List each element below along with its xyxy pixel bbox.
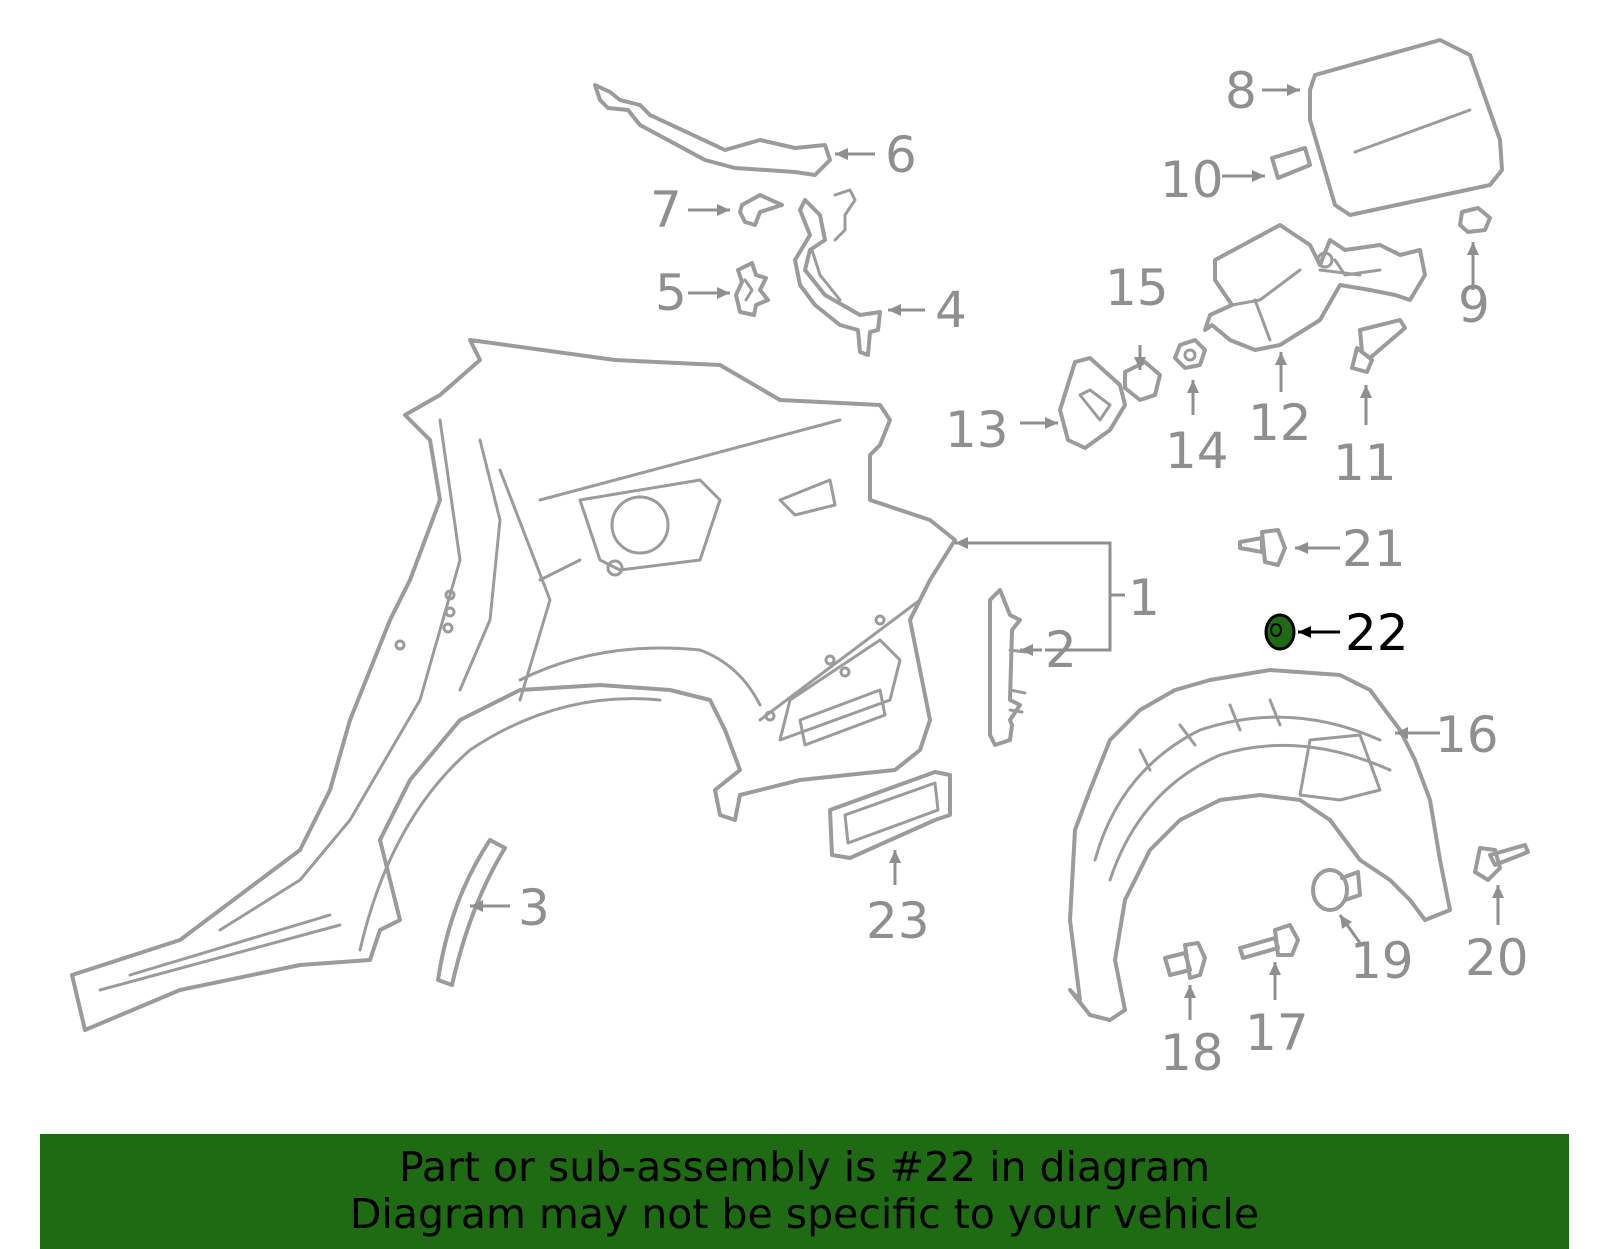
callout-14: 14	[1165, 422, 1229, 480]
callout-labels: 1 2 3 4 5 6 7 8 9 10 11 12 13 14 15 16 1…	[518, 62, 1529, 1082]
part-14-nut[interactable]	[1173, 338, 1207, 370]
callout-13: 13	[945, 401, 1009, 459]
part-22-highlighted[interactable]	[1264, 613, 1296, 651]
callout-20: 20	[1465, 929, 1529, 987]
part-20-clip[interactable]	[1473, 843, 1530, 882]
callout-1: 1	[1128, 569, 1160, 627]
callout-12: 12	[1248, 394, 1312, 452]
part-7-bracket[interactable]	[738, 193, 784, 227]
part-16-liner[interactable]	[1068, 668, 1452, 1022]
part-1-quarter-panel[interactable]	[70, 338, 957, 1032]
callout-15: 15	[1105, 259, 1169, 317]
callout-5: 5	[655, 264, 687, 322]
part-6-rail[interactable]	[593, 83, 832, 177]
callout-9: 9	[1458, 276, 1490, 334]
part-8-fuel-door[interactable]	[1308, 38, 1504, 217]
callout-3: 3	[518, 879, 550, 937]
part-3-arch-molding[interactable]	[436, 838, 507, 987]
callout-16: 16	[1435, 706, 1499, 764]
callout-6: 6	[885, 126, 917, 184]
callout-2: 2	[1045, 621, 1077, 679]
part-17-bolt[interactable]	[1238, 923, 1300, 960]
callout-18: 18	[1160, 1024, 1224, 1082]
part-18-clip[interactable]	[1163, 941, 1207, 980]
part-13-plate[interactable]	[1058, 356, 1127, 450]
info-banner: Part or sub-assembly is #22 in diagram D…	[40, 1134, 1569, 1249]
part-12-filler-housing[interactable]	[1203, 223, 1427, 352]
callout-23: 23	[866, 892, 930, 950]
callout-7: 7	[650, 181, 682, 239]
banner-line-part: Part or sub-assembly is #22 in diagram	[398, 1143, 1211, 1191]
leader-lines	[470, 84, 1504, 1020]
part-21-clip[interactable]	[1238, 528, 1287, 567]
part-15-clip[interactable]	[1123, 360, 1162, 402]
part-9-nut[interactable]	[1458, 206, 1492, 234]
banner-line-disclaimer: Diagram may not be specific to your vehi…	[349, 1190, 1260, 1238]
callout-10: 10	[1160, 151, 1224, 209]
callout-4: 4	[935, 281, 967, 339]
callout-11: 11	[1333, 434, 1397, 492]
part-11-screw[interactable]	[1350, 318, 1407, 374]
callout-8: 8	[1225, 62, 1257, 120]
part-19-grommet[interactable]	[1311, 868, 1362, 912]
part-10-pad[interactable]	[1270, 146, 1312, 180]
part-5-clip[interactable]	[734, 261, 770, 317]
callout-21: 21	[1342, 520, 1406, 578]
part-23-pad[interactable]	[828, 770, 952, 860]
callout-22: 22	[1345, 604, 1409, 662]
part-2-bracket[interactable]	[988, 588, 1027, 747]
callout-19: 19	[1350, 932, 1414, 990]
callout-17: 17	[1245, 1004, 1309, 1062]
part-4-bracket[interactable]	[793, 188, 882, 357]
